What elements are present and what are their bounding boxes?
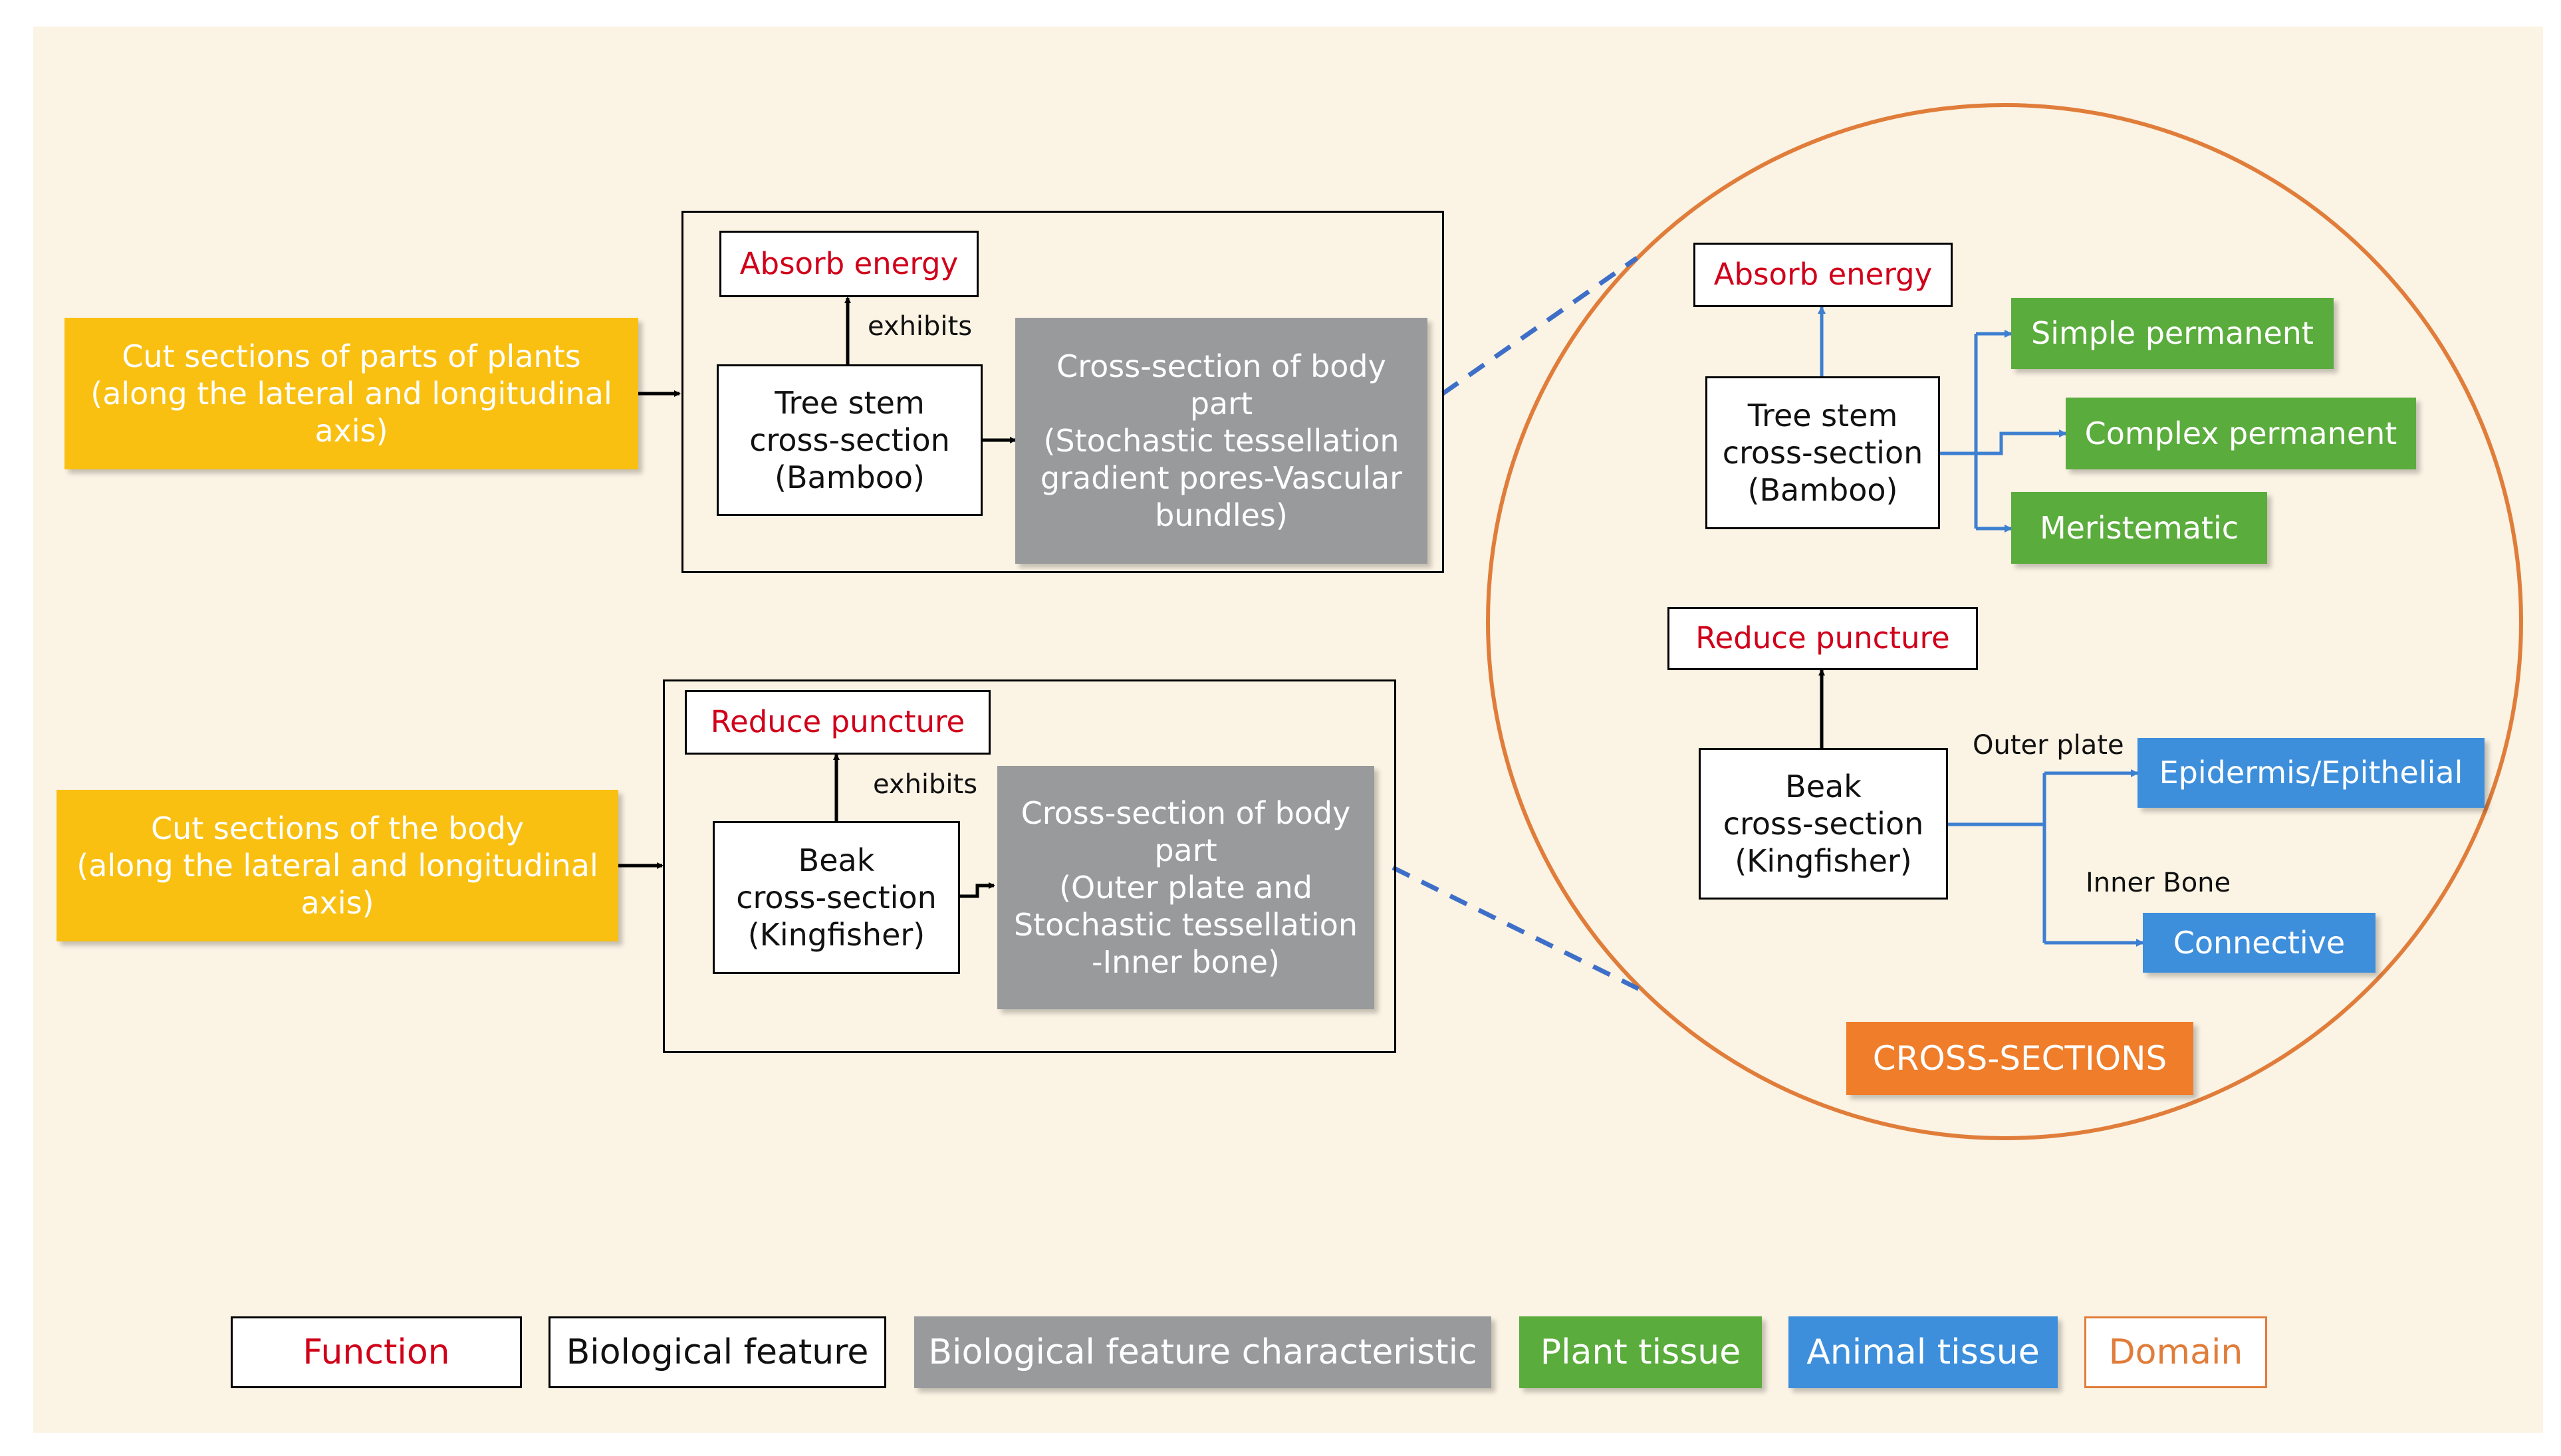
domain-circle-outline bbox=[1486, 103, 2523, 1140]
body-feature-box: Beak cross-section (Kingfisher) bbox=[713, 821, 960, 974]
inner-bone-label: Inner Bone bbox=[2086, 868, 2231, 898]
tissue-simple-permanent: Simple permanent bbox=[2011, 298, 2334, 369]
legend-animal-tissue: Animal tissue bbox=[1788, 1316, 2058, 1388]
tissue-complex-permanent: Complex permanent bbox=[2066, 398, 2416, 469]
tissue-connective: Connective bbox=[2143, 913, 2376, 973]
body-group-frame bbox=[663, 679, 1396, 1053]
legend-function: Function bbox=[231, 1316, 522, 1388]
legend-biological-feature-characteristic: Biological feature characteristic bbox=[914, 1316, 1491, 1388]
legend-domain: Domain bbox=[2084, 1316, 2267, 1388]
tissue-meristematic: Meristematic bbox=[2011, 492, 2267, 564]
body-section-box: Cut sections of the body (along the late… bbox=[57, 790, 618, 941]
zoom-line-bottom bbox=[1392, 865, 1644, 993]
legend-biological-feature: Biological feature bbox=[549, 1316, 886, 1388]
body-characteristic-box: Cross-section of body part (Outer plate … bbox=[997, 766, 1374, 1009]
body-function-box: Reduce puncture bbox=[685, 690, 991, 755]
legend-plant-tissue: Plant tissue bbox=[1519, 1316, 1762, 1388]
circle-plant-feature-box: Tree stem cross-section (Bamboo) bbox=[1705, 376, 1940, 529]
domain-cross-sections: CROSS-SECTIONS bbox=[1846, 1022, 2193, 1095]
plant-function-box: Absorb energy bbox=[719, 231, 979, 297]
circle-animal-function-box: Reduce puncture bbox=[1667, 607, 1978, 670]
outer-plate-label: Outer plate bbox=[1973, 730, 2124, 761]
plant-exhibits-label: exhibits bbox=[868, 311, 973, 342]
plant-feature-box: Tree stem cross-section (Bamboo) bbox=[717, 364, 983, 516]
arrow-to-complex-permanent bbox=[1976, 429, 2067, 455]
arrow-body-feature-to-characteristic bbox=[960, 882, 995, 898]
plant-group-frame bbox=[681, 211, 1444, 573]
tissue-epidermis-epithelial: Epidermis/Epithelial bbox=[2137, 738, 2485, 808]
plant-section-box: Cut sections of parts of plants (along t… bbox=[64, 318, 638, 469]
zoom-line-top bbox=[1441, 256, 1639, 396]
circle-animal-feature-box: Beak cross-section (Kingfisher) bbox=[1699, 748, 1948, 900]
diagram-background bbox=[33, 27, 2543, 1433]
plant-characteristic-box: Cross-section of body part (Stochastic t… bbox=[1015, 318, 1427, 564]
body-exhibits-label: exhibits bbox=[873, 769, 978, 800]
circle-plant-function-box: Absorb energy bbox=[1693, 243, 1953, 307]
